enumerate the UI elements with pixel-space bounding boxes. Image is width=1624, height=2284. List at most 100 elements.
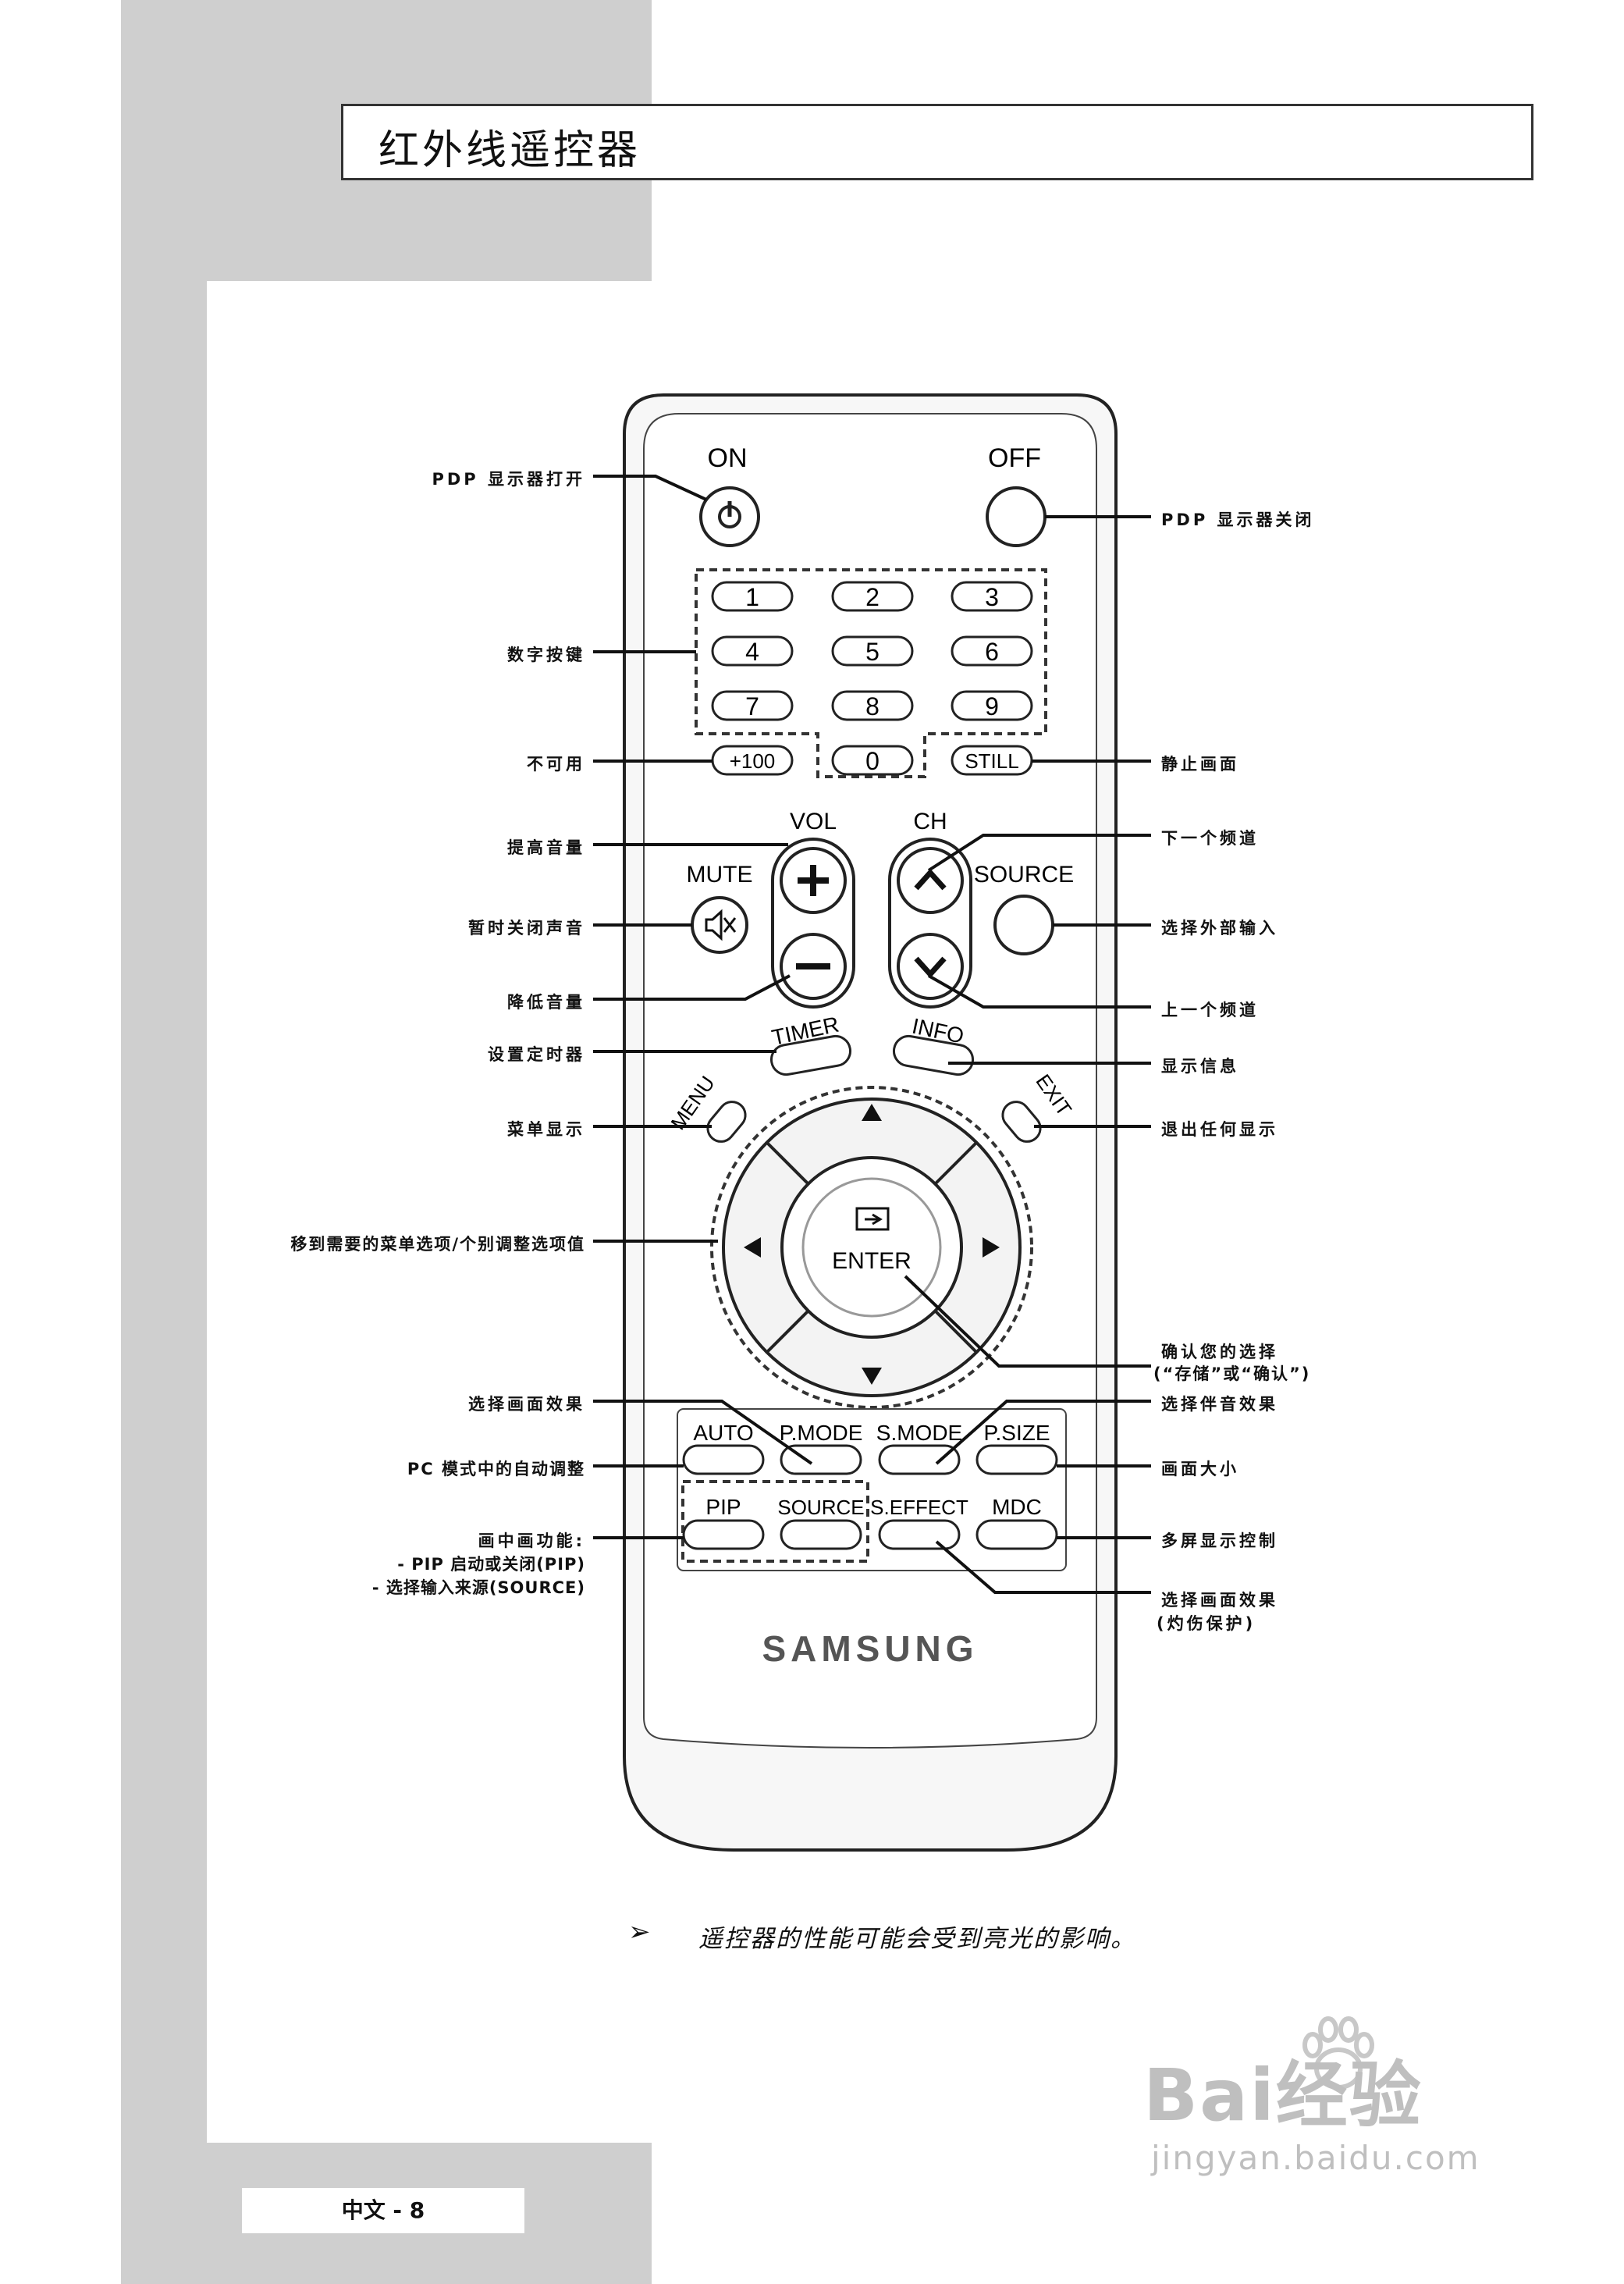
timer-button[interactable] [769, 1033, 852, 1076]
number-keys-group [695, 568, 1047, 778]
samsung-logo: SAMSUNG [762, 1628, 978, 1669]
label-ch-down: 上一个频道 [1161, 1001, 1259, 1019]
label-pip-3: - 选择输入来源(SOURCE) [371, 1578, 585, 1597]
digit-0-label: 0 [865, 747, 880, 775]
label-pip-1: 画中画功能: [478, 1532, 585, 1550]
page-number-box: 中文 - 8 [242, 2188, 524, 2233]
pmode-button[interactable] [780, 1444, 862, 1475]
digit-9-button[interactable] [951, 690, 1033, 721]
label-seffect-1: 选择画面效果 [1161, 1591, 1278, 1610]
label-seffect-2: (灼伤保护) [1157, 1614, 1256, 1633]
label-psize: 画面大小 [1161, 1460, 1239, 1478]
mdc-label: MDC [992, 1495, 1042, 1519]
mdc-button[interactable] [975, 1519, 1058, 1550]
ch-down-button[interactable] [897, 933, 964, 1000]
label-vol-up: 提高音量 [507, 838, 585, 857]
watermark-url: jingyan.baidu.com [1151, 2139, 1480, 2177]
watermark: Bai经验 jingyan.baidu.com [1143, 2016, 1549, 2178]
note-arrow-icon: ➢ [628, 1916, 651, 1948]
label-mdc: 多屏显示控制 [1161, 1532, 1278, 1550]
enter-button[interactable] [801, 1177, 942, 1318]
label-pip-2: - PIP 启动或关闭(PIP) [397, 1555, 585, 1574]
mute-button[interactable] [691, 896, 748, 954]
plus100-label: +100 [730, 749, 776, 773]
digit-5-button[interactable] [831, 635, 914, 667]
digit-6-label: 6 [985, 638, 999, 666]
nav-right-button[interactable] [983, 1237, 1000, 1258]
digit-6-button[interactable] [951, 635, 1033, 667]
smode-button[interactable] [878, 1444, 961, 1475]
digit-0-button[interactable] [831, 745, 914, 776]
on-label: ON [708, 443, 748, 473]
digit-4-button[interactable] [711, 635, 794, 667]
nav-dividers [766, 1141, 978, 1354]
pmode-label: P.MODE [780, 1421, 863, 1445]
exit-button[interactable] [997, 1097, 1046, 1147]
auto-label: AUTO [693, 1421, 753, 1445]
digit-3-label: 3 [985, 583, 999, 611]
source-button[interactable] [993, 895, 1054, 955]
label-exit: 退出任何显示 [1161, 1120, 1278, 1139]
digit-1-button[interactable] [711, 581, 794, 612]
digit-2-button[interactable] [831, 581, 914, 612]
leader-lines-right [904, 515, 1151, 1594]
power-off-button[interactable] [986, 486, 1047, 547]
label-menu: 菜单显示 [507, 1120, 585, 1139]
nav-down-button[interactable] [862, 1368, 882, 1385]
nav-up-button[interactable] [862, 1104, 882, 1121]
enter-icon [855, 1207, 890, 1231]
pip-label: PIP [705, 1495, 741, 1519]
label-pmode: 选择画面效果 [468, 1395, 585, 1414]
psize-button[interactable] [975, 1444, 1058, 1475]
auto-button[interactable] [682, 1444, 765, 1475]
digit-7-label: 7 [745, 692, 759, 720]
paw-icon [1302, 2016, 1374, 2090]
off-label: OFF [988, 443, 1041, 473]
digit-4-label: 4 [745, 638, 759, 666]
label-smode: 选择伴音效果 [1161, 1395, 1278, 1414]
pip-button[interactable] [682, 1519, 765, 1550]
digit-1-label: 1 [745, 583, 759, 611]
lower-button-panel [677, 1408, 1067, 1571]
label-vol-down: 降低音量 [507, 993, 585, 1012]
label-enter-2: (“存储”或“确认”) [1153, 1364, 1311, 1383]
label-power-off: PDP 显示器关闭 [1161, 511, 1315, 529]
digit-5-label: 5 [865, 638, 880, 666]
digit-2-label: 2 [865, 583, 880, 611]
label-auto: PC 模式中的自动调整 [407, 1460, 585, 1478]
label-number-keys: 数字按键 [507, 646, 585, 664]
digit-3-button[interactable] [951, 581, 1033, 612]
page-title: 红外线遥控器 [378, 127, 641, 174]
label-timer: 设置定时器 [488, 1045, 585, 1064]
label-navigate: 移到需要的菜单选项/个别调整选项值 [290, 1235, 585, 1254]
chevron-up-icon [914, 868, 947, 891]
source-top-label: SOURCE [974, 862, 1074, 888]
note-text: 遥控器的性能可能会受到亮光的影响。 [698, 1925, 1136, 1953]
menu-button[interactable] [702, 1097, 751, 1147]
label-enter-1: 确认您的选择 [1161, 1343, 1278, 1361]
watermark-logo: Bai经验 [1143, 2054, 1423, 2137]
label-not-available: 不可用 [527, 755, 585, 774]
label-mute: 暂时关闭声音 [468, 919, 585, 937]
smode-label: S.MODE [876, 1421, 962, 1445]
seffect-label: S.EFFECT [870, 1496, 968, 1519]
digit-7-button[interactable] [711, 690, 794, 721]
digit-8-label: 8 [865, 692, 880, 720]
enter-label: ENTER [832, 1248, 912, 1274]
label-power-on: PDP 显示器打开 [432, 470, 585, 489]
label-ch-up: 下一个频道 [1161, 829, 1259, 848]
ch-label: CH [913, 809, 947, 834]
ch-up-button[interactable] [897, 847, 964, 914]
pip-source-group [681, 1480, 869, 1563]
digit-buttons: 1 2 3 4 5 6 7 8 9 0 [711, 581, 1033, 776]
title-box [341, 104, 1533, 180]
nav-left-button[interactable] [744, 1237, 761, 1258]
source-bottom-button[interactable] [780, 1519, 862, 1550]
seffect-button[interactable] [878, 1519, 961, 1550]
gray-sidebar [121, 0, 207, 2284]
digit-9-label: 9 [985, 692, 999, 720]
label-info: 显示信息 [1161, 1057, 1239, 1076]
leader-lines-left [593, 475, 813, 1539]
still-label: STILL [965, 749, 1018, 773]
digit-8-button[interactable] [831, 690, 914, 721]
